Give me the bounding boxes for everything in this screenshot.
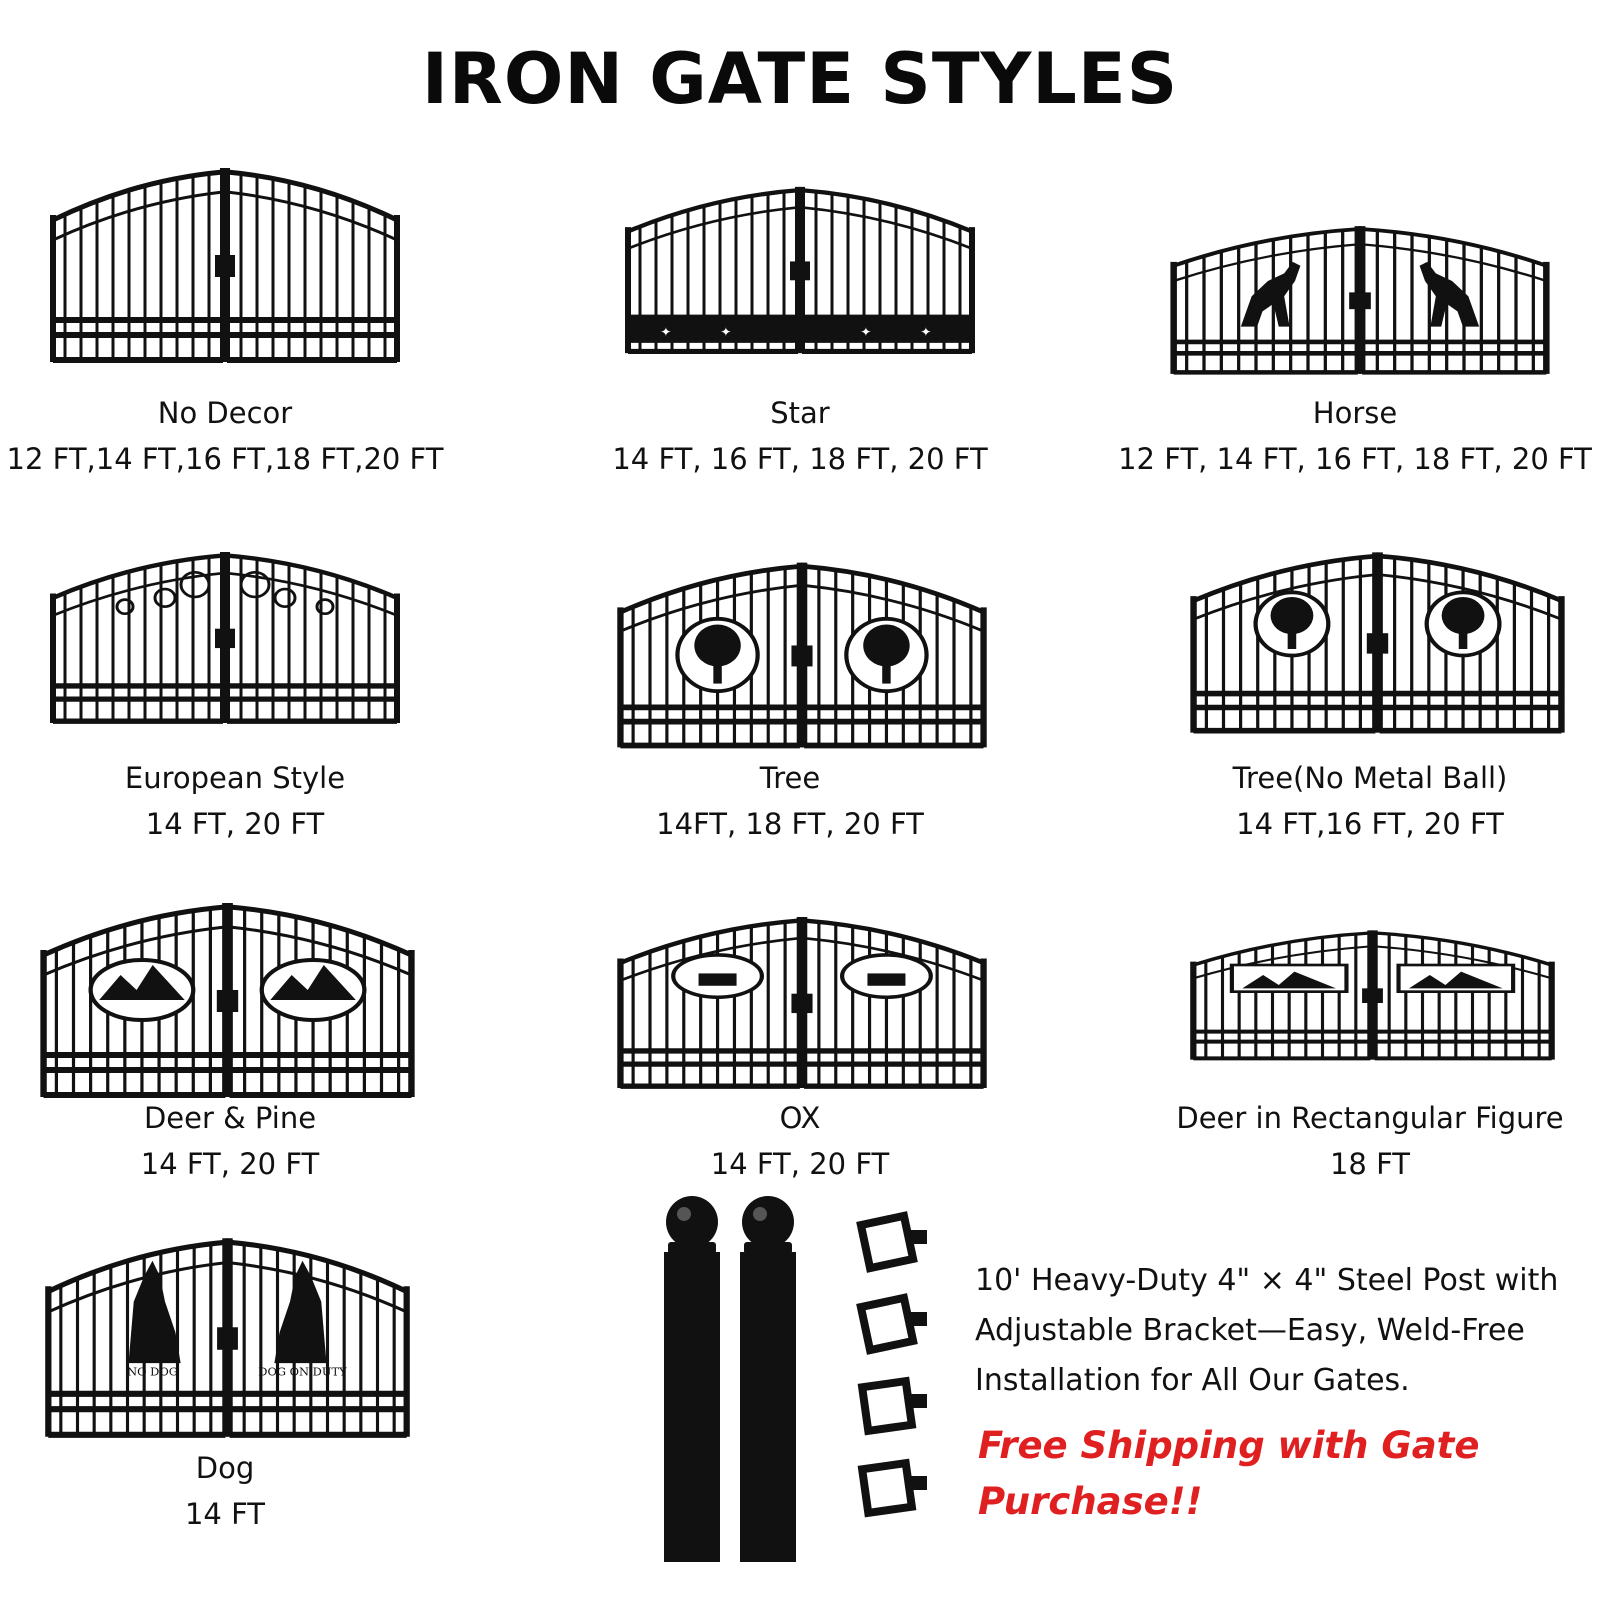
steel-posts-image — [660, 1190, 800, 1570]
gate-sizes: 14 FT, 20 FT — [145, 807, 325, 841]
free-shipping-promo: Free Shipping with Gate Purchase!! — [978, 1424, 1480, 1523]
dog-plaque-right: DOG ON DUTY — [258, 1364, 347, 1378]
svg-text:✦: ✦ — [660, 326, 672, 340]
gate-image-star: ✦ ✦ ✦ ✦ — [620, 180, 980, 360]
gate-name: Tree — [759, 761, 821, 795]
gate-image-european — [45, 545, 405, 730]
gate-sizes: 14 FT, 20 FT — [140, 1147, 320, 1181]
gate-image-deer-rect — [1185, 925, 1560, 1065]
gate-ox-oval-icon — [612, 910, 992, 1095]
gate-sizes: 14 FT, 20 FT — [710, 1147, 890, 1181]
gate-caption-ox: OX 14 FT, 20 FT — [590, 1095, 1010, 1187]
gate-caption-star: Star 14 FT, 16 FT, 18 FT, 20 FT — [580, 390, 1020, 482]
gate-name: Deer in Rectangular Figure — [1176, 1101, 1564, 1135]
gate-image-horse — [1165, 220, 1555, 380]
gate-sizes: 14 FT — [184, 1497, 265, 1531]
gate-name: Horse — [1312, 396, 1398, 430]
gate-caption-horse: Horse 12 FT, 14 FT, 16 FT, 18 FT, 20 FT — [1115, 390, 1595, 482]
gate-name: European Style — [124, 761, 346, 795]
gate-caption-no-decor: No Decor 12 FT,14 FT,16 FT,18 FT,20 FT — [0, 390, 450, 482]
deer-icon — [1229, 963, 1516, 993]
gate-sizes: 12 FT, 14 FT, 16 FT, 18 FT, 20 FT — [1118, 442, 1592, 476]
gate-sizes: 14FT, 18 FT, 20 FT — [656, 807, 924, 841]
gate-dog-icon: NO DOG DOG ON DUTY — [40, 1230, 415, 1445]
gate-name: No Decor — [157, 396, 293, 430]
gate-caption-european: European Style 14 FT, 20 FT — [20, 755, 450, 847]
gate-sizes: 18 FT — [1329, 1147, 1410, 1181]
gate-image-deer-pine — [35, 895, 420, 1105]
svg-text:✦: ✦ — [720, 326, 732, 340]
page-title: IRON GATE STYLES — [421, 38, 1179, 120]
gate-sizes: 12 FT,14 FT,16 FT,18 FT,20 FT — [6, 442, 444, 476]
gate-name: Tree(No Metal Ball) — [1232, 761, 1508, 795]
svg-text:✦: ✦ — [860, 326, 872, 340]
gate-tree-icon — [1185, 545, 1570, 740]
post-description: 10' Heavy-Duty 4" × 4" Steel Post with A… — [975, 1263, 1559, 1398]
dog-plaque-left: NO DOG — [127, 1364, 178, 1378]
gate-name: OX — [779, 1101, 821, 1135]
gate-image-ox — [612, 910, 992, 1095]
gate-name: Dog — [195, 1451, 255, 1485]
adjustable-brackets-image — [855, 1210, 935, 1530]
gate-deer-oval-icon — [35, 895, 420, 1105]
gate-horse-icon — [1165, 220, 1555, 380]
gate-tree-icon — [612, 555, 992, 755]
gate-image-dog: NO DOG DOG ON DUTY — [40, 1230, 415, 1445]
gate-caption-deer-pine: Deer & Pine 14 FT, 20 FT — [20, 1095, 440, 1187]
steel-post-icon — [664, 1196, 796, 1562]
gate-image-no-decor — [45, 160, 405, 370]
horse-icon — [1240, 261, 1480, 327]
tree-medallion-icon — [1253, 590, 1502, 658]
gate-caption-tree-no-ball: Tree(No Metal Ball) 14 FT,16 FT, 20 FT — [1150, 755, 1590, 847]
gate-name: Star — [770, 396, 830, 430]
gate-image-tree — [612, 555, 992, 755]
ox-icon — [671, 953, 933, 999]
gate-arched-icon — [45, 160, 405, 370]
gate-sizes: 14 FT, 16 FT, 18 FT, 20 FT — [612, 442, 988, 476]
gate-sizes: 14 FT,16 FT, 20 FT — [1236, 807, 1504, 841]
gate-deer-rect-icon — [1185, 925, 1560, 1065]
deer-icon — [88, 958, 367, 1022]
gate-image-tree-no-ball — [1185, 545, 1570, 740]
svg-text:✦: ✦ — [920, 326, 932, 340]
gate-caption-tree: Tree 14FT, 18 FT, 20 FT — [580, 755, 1000, 847]
gate-star-icon: ✦ ✦ ✦ ✦ — [620, 180, 980, 360]
gate-caption-dog: Dog 14 FT — [20, 1445, 430, 1537]
gate-caption-deer-rect: Deer in Rectangular Figure 18 FT — [1150, 1095, 1590, 1187]
gate-name: Deer & Pine — [143, 1101, 317, 1135]
gate-scroll-icon — [45, 545, 405, 730]
dog-icon — [128, 1260, 327, 1364]
bracket-icon — [856, 1211, 927, 1518]
tree-medallion-icon — [675, 616, 929, 694]
